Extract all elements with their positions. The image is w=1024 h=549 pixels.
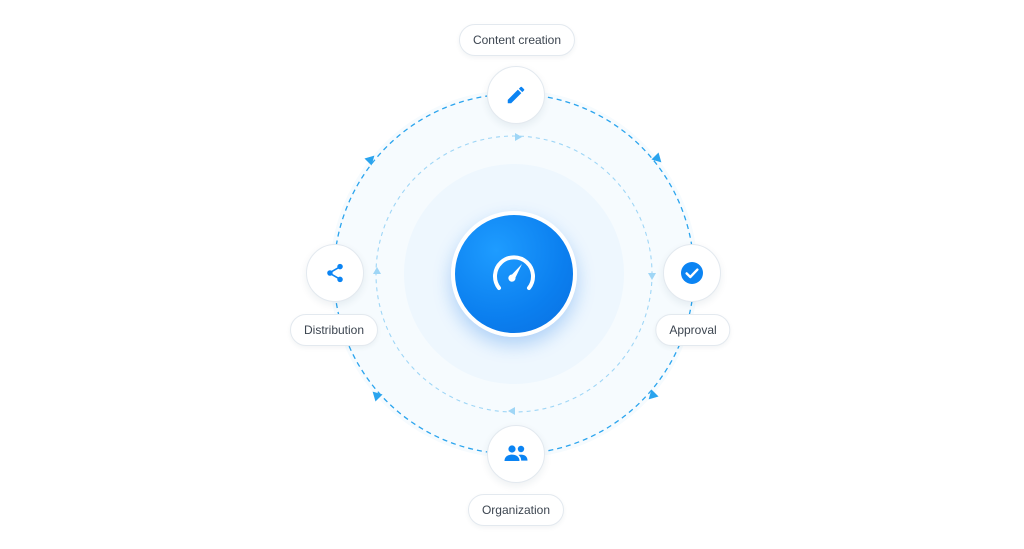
inner-arrow-top [515,133,522,141]
center-hub [451,211,577,337]
distribution-label: Distribution [289,314,379,346]
approval-label: Approval [655,314,731,346]
outer-arrow-bottom-right [648,389,659,400]
speedometer-icon [493,255,535,290]
inner-arrow-left [373,267,381,274]
outer-arrow-bottom-left [372,391,383,402]
organization-label: Organization [467,494,565,526]
outer-arrow-top-right [651,152,662,163]
pencil-icon [507,86,525,104]
inner-arrow-right [648,273,656,280]
content-creation-label: Content creation [458,24,576,56]
people-icon [504,445,528,461]
inner-arrow-bottom [508,407,515,415]
distribution-node[interactable] [306,244,364,302]
share-icon [327,263,343,283]
approval-node[interactable] [663,244,721,302]
content-creation-node[interactable] [487,66,545,124]
check-circle-icon [681,262,703,284]
outer-arrow-top-left [364,155,375,166]
organization-node[interactable] [487,425,545,483]
